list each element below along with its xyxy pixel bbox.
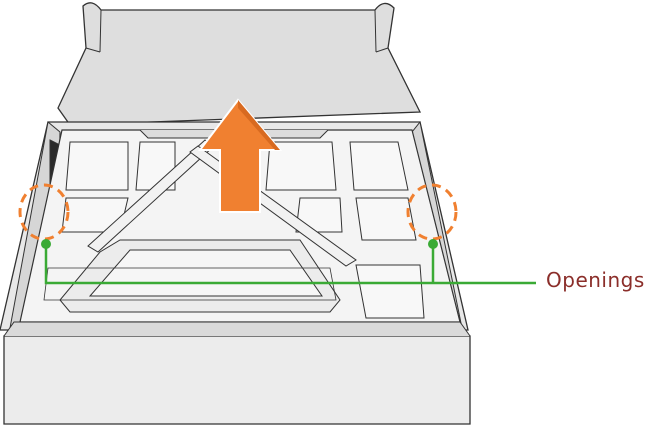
callout-dot-right [428,239,438,249]
callout-dot-left [41,239,51,249]
lift-up-arrow-icon [197,98,283,213]
openings-label: Openings [546,268,645,292]
opening-marker-right [406,183,458,241]
foam-insert [19,129,461,323]
callout-lines [44,244,536,285]
box-lid [57,2,422,126]
box-front-wall [3,321,471,425]
opening-marker-left [18,183,70,241]
